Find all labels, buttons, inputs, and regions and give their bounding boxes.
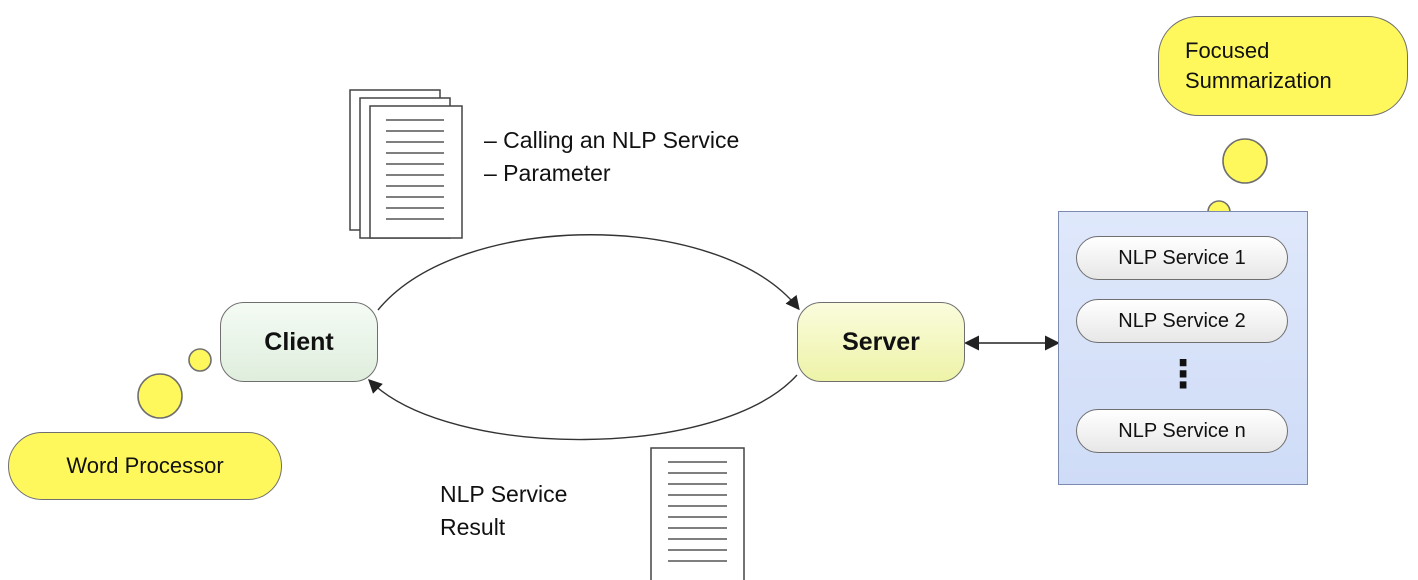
- document-icon: [650, 447, 745, 580]
- nlp-services-panel: NLP Service 1 NLP Service 2 ⋮ NLP Servic…: [1058, 211, 1308, 485]
- focused-summarization-line2: Summarization: [1185, 68, 1332, 93]
- result-arrow: [368, 374, 798, 441]
- result-label: NLP Service Result: [440, 478, 567, 544]
- focused-summarization-line1: Focused: [1185, 38, 1270, 63]
- nlp-service-1: NLP Service 1: [1076, 236, 1288, 280]
- server-node: Server: [797, 302, 965, 382]
- focused-summarization-bubble: Focused Summarization: [1158, 16, 1408, 116]
- result-label-line2: Result: [440, 514, 506, 540]
- nlp-service-2: NLP Service 2: [1076, 299, 1288, 343]
- request-arrow: [377, 234, 800, 311]
- request-label: – Calling an NLP Service – Parameter: [484, 124, 739, 190]
- nlp-service-n: NLP Service n: [1076, 409, 1288, 453]
- services-ellipsis: ⋮: [1164, 354, 1202, 396]
- result-label-line1: NLP Service: [440, 481, 568, 507]
- client-node: Client: [220, 302, 378, 382]
- word-processor-bubble: Word Processor: [8, 432, 282, 500]
- request-label-line1: – Calling an NLP Service: [484, 127, 740, 153]
- document-stack-icon: [349, 89, 463, 239]
- request-label-line2: – Parameter: [484, 160, 611, 186]
